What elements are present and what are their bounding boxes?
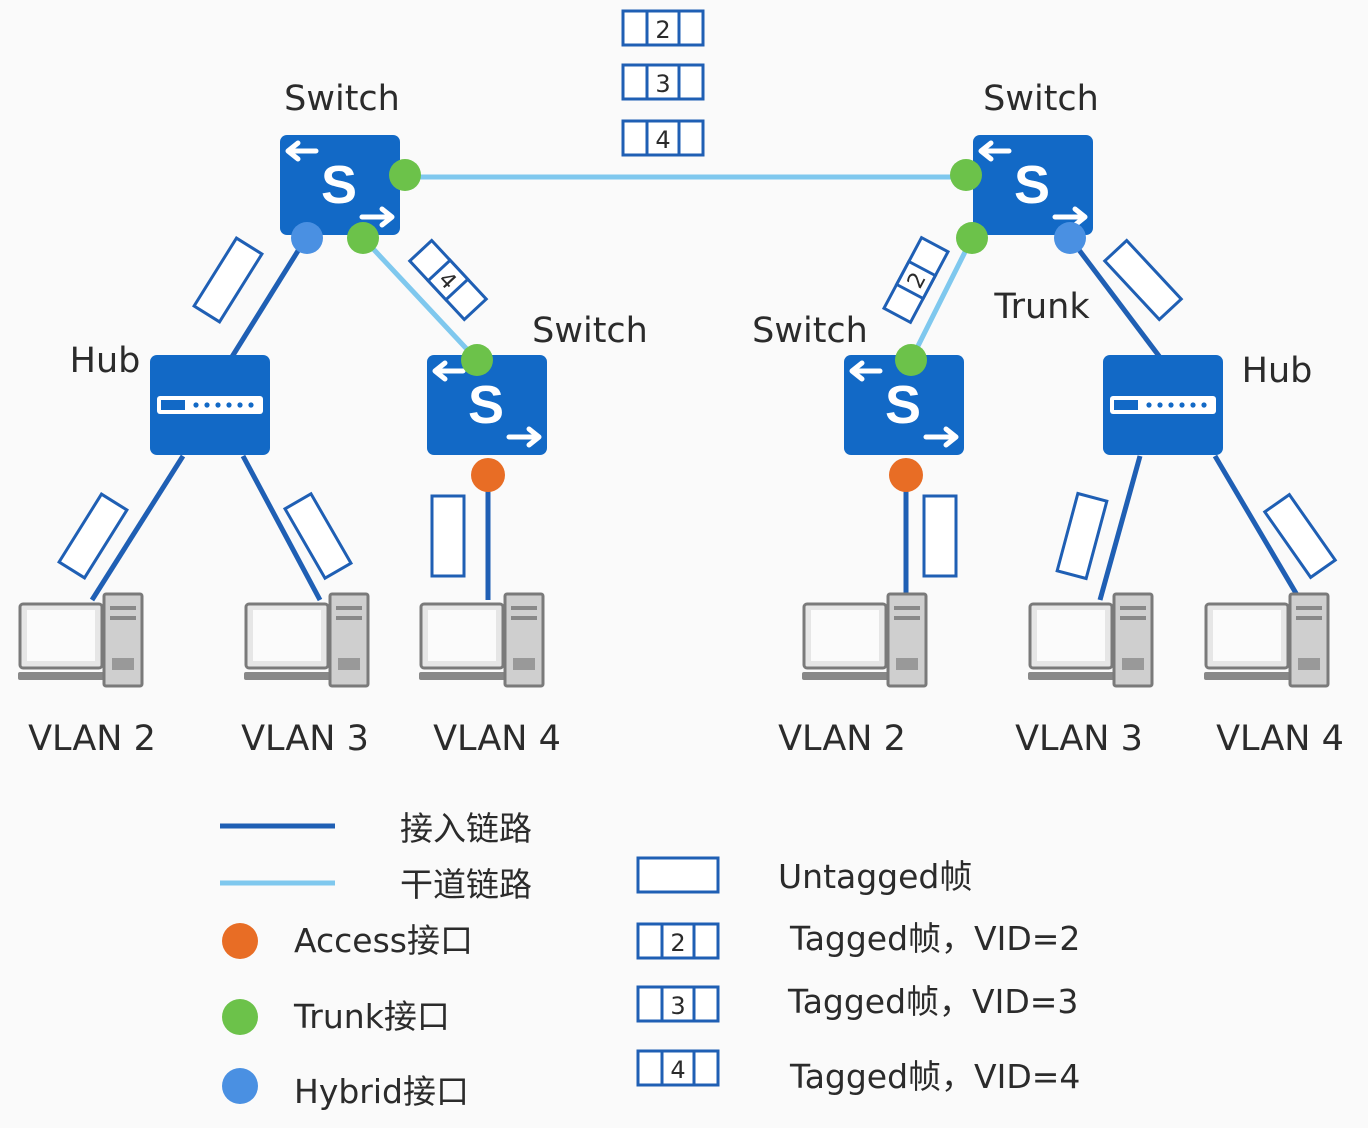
access-port xyxy=(889,458,923,492)
pc-icon-right-2 xyxy=(1026,592,1154,688)
legend-hybrid-port-label: Hybrid接口 xyxy=(294,1072,469,1111)
hybrid-port xyxy=(1054,222,1086,254)
legend-untagged-swatch xyxy=(636,856,720,894)
trunk-port xyxy=(950,159,982,191)
pc-icon-left-2 xyxy=(242,592,370,688)
untagged-frame-left-pc3 xyxy=(430,494,466,578)
trunk-link-left-switch-switch xyxy=(361,236,479,362)
untagged-frame-right-pc3 xyxy=(1262,492,1338,580)
untagged-frame-left-pc2 xyxy=(282,491,354,581)
switch-label-left: Switch xyxy=(532,311,648,351)
switch-label-top-left: Switch xyxy=(284,79,400,119)
access-port xyxy=(471,458,505,492)
trunk-link-right-switch-switch xyxy=(908,236,975,362)
trunk-label-right: Trunk xyxy=(993,287,1090,327)
links xyxy=(89,174,1303,602)
legend-tagged-2-label: Tagged帧，VID=2 xyxy=(789,919,1080,958)
link-right-hub-pc3 xyxy=(1212,454,1303,602)
legend: 接入链路 干道链路 Access接口 Trunk接口 Hybrid接口 Unta… xyxy=(220,809,1080,1111)
pc-icon-right-1 xyxy=(800,592,928,688)
legend-tagged-2-swatch: 2 xyxy=(636,922,720,960)
link-left-hub-pc1 xyxy=(89,454,186,602)
hub-label-left: Hub xyxy=(70,341,141,381)
pc-label-left-1: VLAN 2 xyxy=(28,719,156,759)
switch-label-top-right: Switch xyxy=(983,79,1099,119)
pc-icon-left-3 xyxy=(417,592,545,688)
legend-tagged-3-label: Tagged帧，VID=3 xyxy=(787,982,1078,1021)
trunk-port xyxy=(956,222,988,254)
svg-text:3: 3 xyxy=(670,992,685,1020)
untagged-frame-right-hub xyxy=(1102,238,1184,322)
svg-text:4: 4 xyxy=(655,126,670,154)
legend-trunk-port-label: Trunk接口 xyxy=(293,997,450,1036)
device-labels: Switch Switch Hub Switch Switch Trunk Hu… xyxy=(28,79,1344,759)
legend-hybrid-port-swatch xyxy=(222,1068,258,1104)
svg-text:2: 2 xyxy=(655,16,670,44)
hub-label-right: Hub xyxy=(1242,351,1313,391)
link-left-hub-pc2 xyxy=(240,454,323,602)
link-right-switch-hub xyxy=(1068,236,1164,362)
untagged-frame-left-hub xyxy=(192,236,264,324)
legend-tagged-4-label: Tagged帧，VID=4 xyxy=(789,1057,1080,1096)
hub-icon-right xyxy=(1103,355,1223,455)
svg-text:4: 4 xyxy=(670,1056,685,1084)
trunk-port xyxy=(389,159,421,191)
legend-access-port-swatch xyxy=(222,923,258,959)
tagged-frame-4-top: 4 xyxy=(621,119,705,157)
legend-untagged-label: Untagged帧 xyxy=(778,857,972,896)
legend-tagged-3-swatch: 3 xyxy=(636,985,720,1023)
tagged-frame-2-top: 2 xyxy=(621,9,705,47)
link-right-hub-pc2 xyxy=(1097,455,1143,601)
switch-icon-top-left xyxy=(280,135,400,235)
link-left-switch-hub xyxy=(227,236,309,362)
tagged-frame-3-top: 3 xyxy=(621,63,705,101)
hub-icon-left xyxy=(150,355,270,455)
untagged-frame-right-pc2 xyxy=(1055,491,1109,581)
switch-icon-top-right xyxy=(973,135,1093,235)
legend-access-link-label: 接入链路 xyxy=(400,809,532,848)
pc-label-right-1: VLAN 2 xyxy=(778,719,906,759)
pc-label-left-2: VLAN 3 xyxy=(241,719,369,759)
switch-label-right: Switch xyxy=(752,311,868,351)
pc-icon-left-1 xyxy=(16,592,144,688)
svg-text:3: 3 xyxy=(655,70,670,98)
pc-label-left-3: VLAN 4 xyxy=(433,719,561,759)
hybrid-port xyxy=(291,222,323,254)
trunk-port xyxy=(347,222,379,254)
untagged-frame-left-pc1 xyxy=(57,492,129,580)
pc-icon-right-3 xyxy=(1202,592,1330,688)
tagged-frame-2-right: 2 xyxy=(881,235,951,325)
trunk-port xyxy=(461,344,493,376)
legend-trunk-port-swatch xyxy=(222,999,258,1035)
legend-trunk-link-label: 干道链路 xyxy=(400,865,532,904)
trunk-port xyxy=(895,344,927,376)
untagged-frame-right-pc1 xyxy=(922,494,958,578)
tagged-frame-4-left: 4 xyxy=(407,238,489,322)
legend-tagged-4-swatch: 4 xyxy=(636,1049,720,1087)
devices xyxy=(16,135,1330,688)
pc-label-right-2: VLAN 3 xyxy=(1015,719,1143,759)
frames: 2 3 4 4 xyxy=(57,9,1338,581)
legend-access-port-label: Access接口 xyxy=(294,921,473,960)
pc-label-right-3: VLAN 4 xyxy=(1216,719,1344,759)
svg-text:2: 2 xyxy=(670,929,685,957)
ports xyxy=(291,159,1086,492)
